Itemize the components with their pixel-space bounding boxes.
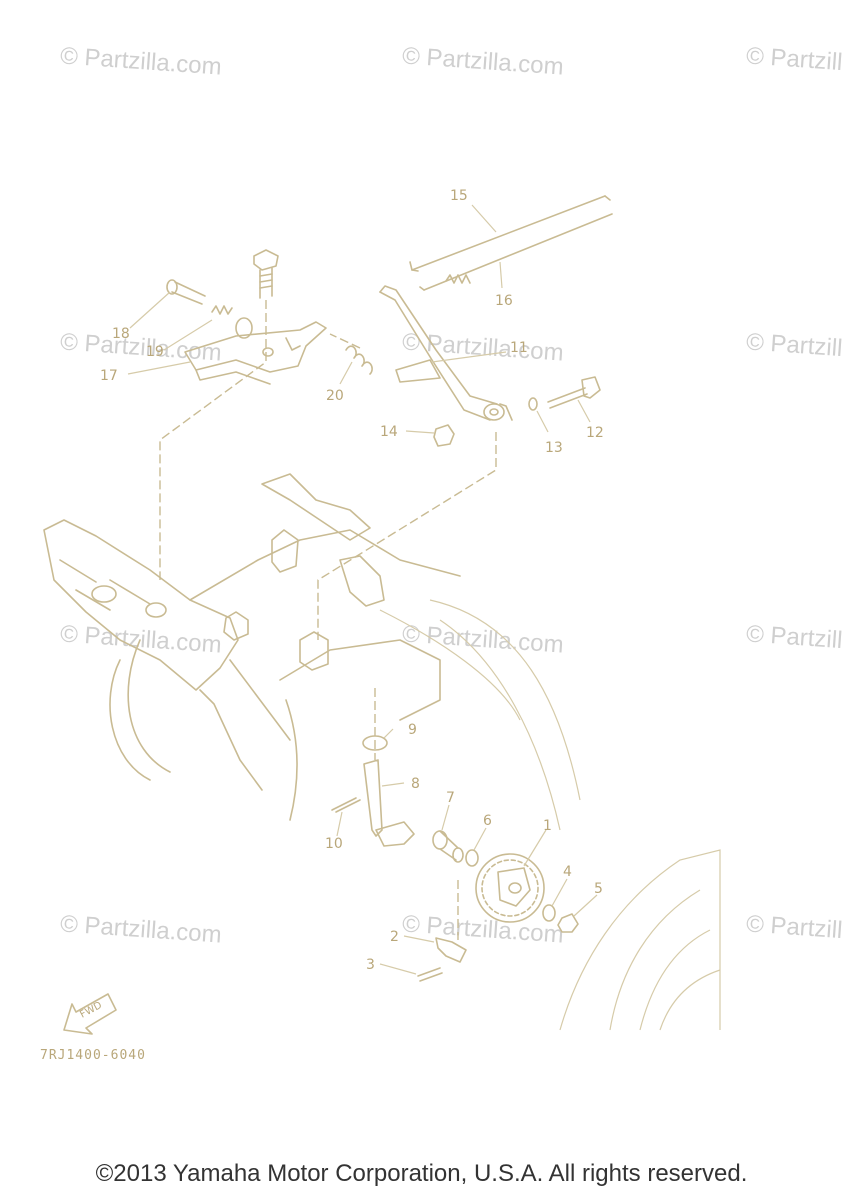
guide-line [159,300,267,580]
rear-hub [559,849,721,1031]
pin-10 [331,797,361,813]
callout-14: 14 [380,424,398,440]
leader-lines [127,204,598,975]
washer-9 [362,735,388,751]
callout-13: 13 [545,440,563,456]
bolt-18 [166,279,206,305]
callout-10: 10 [325,836,343,852]
nut-5 [557,913,579,933]
rod-16-spring [419,213,613,291]
guide-line [329,333,361,349]
washer-13 [528,397,538,411]
gear-1 [475,853,545,923]
spring-20 [345,345,373,375]
copyright-notice: ©2013 Yamaha Motor Corporation, U.S.A. A… [95,1160,748,1187]
callout-15: 15 [450,188,468,204]
washer-4 [542,904,556,922]
nut-14 [433,424,455,447]
callout-8: 8 [411,776,420,792]
callout-16: 16 [495,293,513,309]
lever-11 [379,285,513,421]
rod-15 [409,195,611,272]
callout-1: 1 [543,818,552,834]
bolt-top [253,249,279,299]
bolt-12 [547,376,601,409]
washer-6 [465,849,479,867]
fwd-label: FWD [78,1000,104,1021]
frame [43,473,581,831]
callout-18: 18 [112,326,130,342]
clip-2 [435,937,467,963]
callout-20: 20 [326,388,344,404]
callout-6: 6 [483,813,492,829]
callout-2: 2 [390,929,399,945]
collar-7 [432,830,464,863]
callout-9: 9 [408,722,417,738]
pedal-8 [363,759,415,847]
callout-11: 11 [510,340,528,356]
callout-12: 12 [586,425,604,441]
callout-17: 17 [100,368,118,384]
callout-3: 3 [366,957,375,973]
callout-4: 4 [563,864,572,880]
guide-line [317,432,497,640]
spring-19 [211,305,233,315]
fwd-arrow: FWD [63,993,117,1035]
bracket-17 [184,317,327,385]
callout-5: 5 [594,881,603,897]
pin-3 [417,967,443,982]
callout-7: 7 [446,790,455,806]
diagram-code: 7RJ1400-6040 [40,1048,146,1063]
callout-19: 19 [146,344,164,360]
